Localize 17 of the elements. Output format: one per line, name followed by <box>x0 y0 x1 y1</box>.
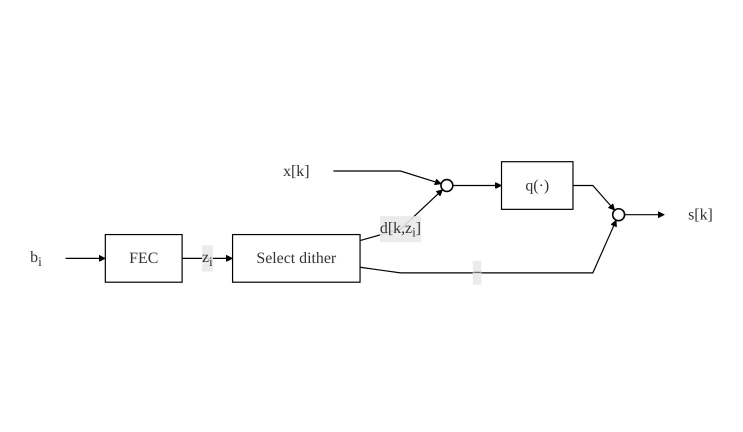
node-box: q(·) <box>500 161 574 210</box>
node-text: x[k] <box>283 162 310 180</box>
arrow <box>66 254 106 262</box>
edge-label: d[k,z$_{i}$] <box>380 219 422 240</box>
node-box: Select dither <box>232 234 361 283</box>
arrow <box>333 170 442 186</box>
node-circle <box>440 178 454 192</box>
node-text: s[k] <box>688 206 713 224</box>
node-circle <box>612 208 626 222</box>
node-text: b$_{i}$ <box>30 248 42 270</box>
arrow <box>452 182 502 190</box>
arrow <box>624 211 665 218</box>
node-box: FEC <box>104 234 183 283</box>
arrow <box>572 184 615 211</box>
edge-label: − <box>472 264 482 282</box>
edge-label: z$_{i}$ <box>202 248 213 270</box>
arrow <box>360 220 617 274</box>
